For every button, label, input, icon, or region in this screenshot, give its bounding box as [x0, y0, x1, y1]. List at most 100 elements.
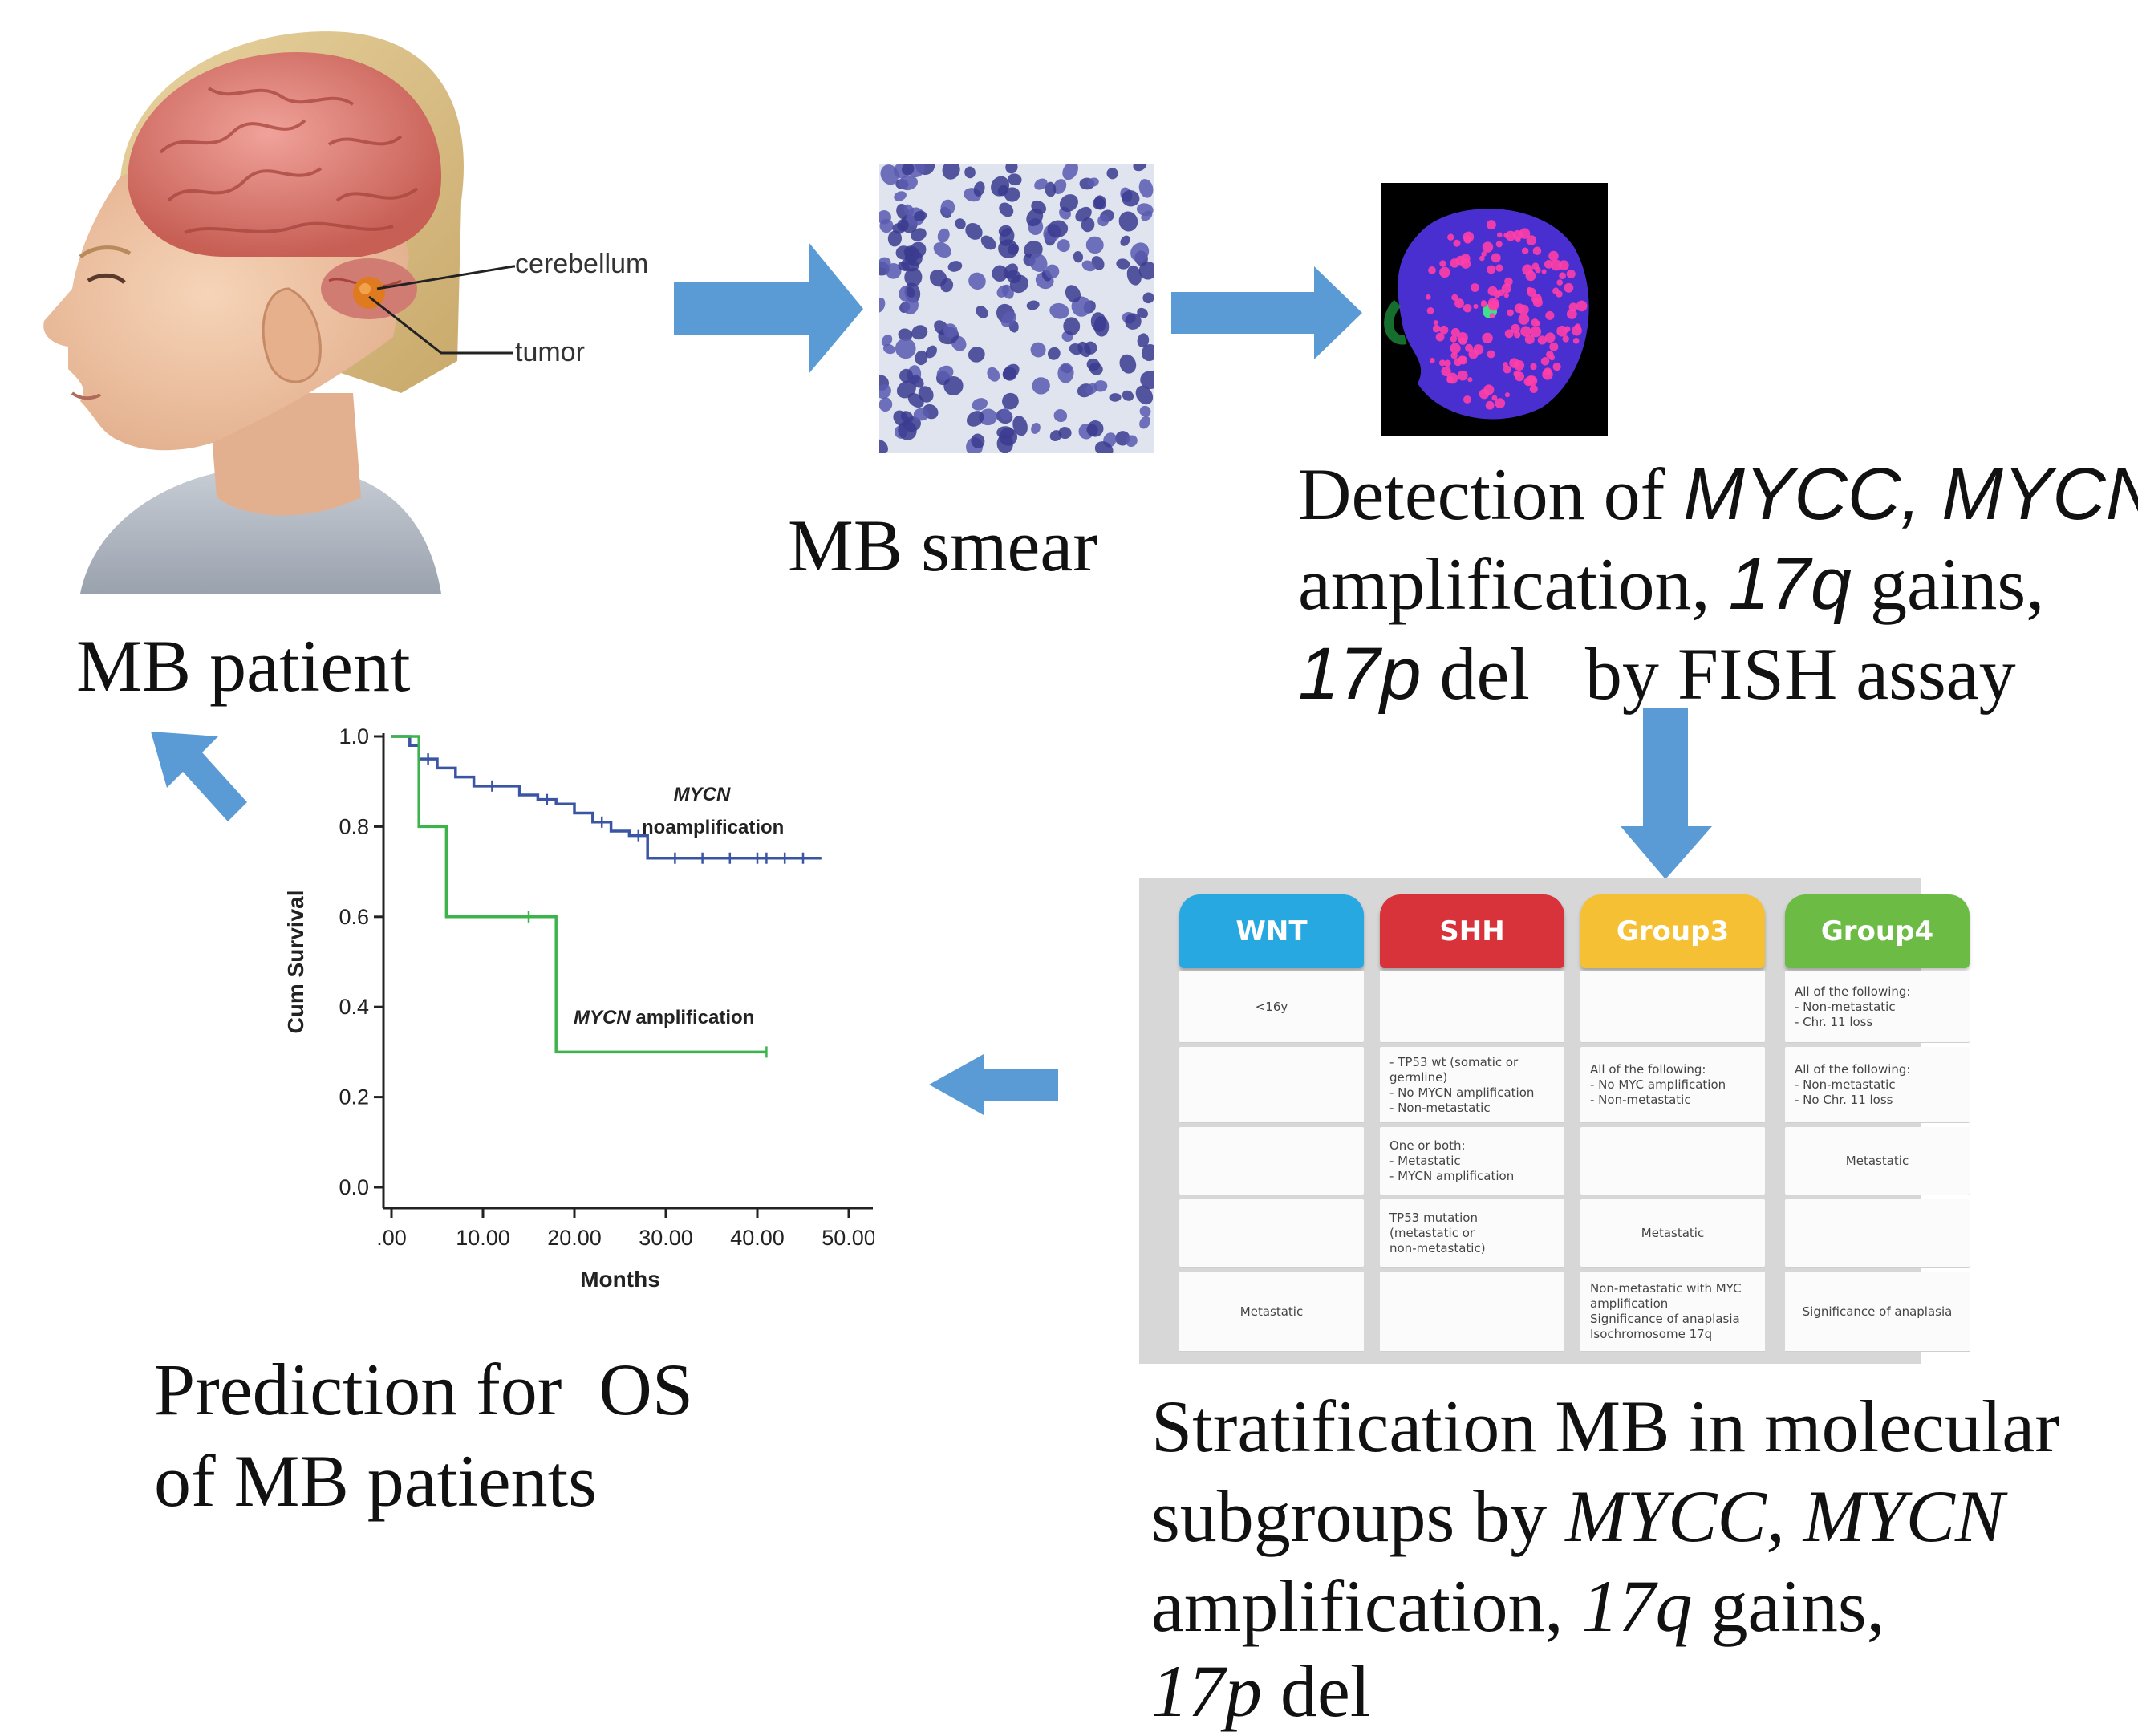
smear-cell: [1047, 347, 1061, 360]
subgroup-cell: Metastatic: [1179, 1272, 1364, 1352]
fish-caption-text: Detection of: [1298, 453, 1684, 535]
smear-cell: [907, 392, 924, 408]
fish-signal-dot: [1515, 237, 1521, 243]
smear-cell: [1002, 392, 1019, 410]
series-label-no-amp-gene: MYCN: [674, 784, 731, 805]
strat-caption-text: del: [1262, 1650, 1371, 1732]
series-label-amp: MYCN amplification: [574, 1007, 754, 1028]
smear-cell: [965, 222, 983, 240]
smear-cell: [1141, 344, 1154, 362]
fish-signal-dot: [1531, 262, 1540, 270]
smear-cell: [1057, 239, 1070, 253]
series-label-no-amp: noamplification: [642, 817, 784, 838]
fish-signal-dot: [1503, 365, 1511, 374]
smear-cell: [1119, 354, 1137, 374]
subgroup-cell: All of the following: - Non-metastatic -…: [1785, 1047, 1970, 1123]
fish-caption-line3: 17p del by FISH assay: [1298, 629, 2016, 719]
fish-caption-gene: 17q: [1728, 543, 1852, 625]
fish-signal-dot: [1552, 363, 1561, 371]
subgroup-header-group4: Group4: [1785, 894, 1970, 968]
smear-cell: [1031, 422, 1041, 434]
smear-cell: [1121, 190, 1140, 207]
fish-signal-dot: [1435, 332, 1445, 342]
smear-cell: [1125, 313, 1142, 330]
subgroup-cell: All of the following: - No MYC amplifica…: [1580, 1047, 1765, 1123]
fish-signal-dot: [1541, 269, 1547, 274]
smear-cell: [1142, 292, 1154, 304]
smear-cell: [1094, 441, 1114, 453]
smear-cell: [1053, 408, 1068, 423]
x-tick-label: 10.00: [456, 1226, 510, 1250]
smear-cell: [901, 258, 919, 272]
fish-signal-dot: [1556, 325, 1568, 337]
smear-cell: [1118, 211, 1138, 232]
strat-caption-gene: 17q: [1581, 1565, 1693, 1647]
smear-cell: [968, 347, 985, 363]
smear-cell: [887, 230, 903, 247]
fish-signal-dot: [1482, 241, 1494, 253]
fish-signal-dot: [1463, 395, 1471, 404]
fish-signal-dot: [1487, 265, 1496, 274]
subgroup-cell: One or both: - Metastatic - MYCN amplifi…: [1380, 1127, 1564, 1195]
smear-cell: [1008, 173, 1022, 186]
fish-signal-dot: [1556, 290, 1563, 298]
smear-cell: [1081, 260, 1096, 272]
strat-caption-text: subgroups by: [1151, 1475, 1566, 1557]
callout-tumor: tumor: [515, 337, 585, 367]
subgroup-header-shh: SHH: [1380, 894, 1564, 968]
smear-cell: [1053, 179, 1067, 195]
smear-cell: [1045, 264, 1060, 279]
smear-cell: [1012, 416, 1028, 436]
x-tick-label: 40.00: [730, 1226, 785, 1250]
patient-label: MB patient: [76, 625, 411, 707]
subgroup-cell: [1179, 1047, 1364, 1123]
fish-signal-dot: [1545, 310, 1555, 320]
fish-signal-dot: [1568, 302, 1578, 312]
fish-signal-dot: [1428, 266, 1436, 274]
smear-cell: [1057, 363, 1074, 383]
fish-signal-dot: [1548, 250, 1559, 262]
fish-signal-dot: [1486, 220, 1496, 230]
smear-cell: [991, 176, 1010, 197]
y-tick-label: 0.8: [339, 814, 369, 838]
smear-cell: [911, 228, 927, 241]
smear-cell: [903, 297, 919, 315]
fish-signal-dot: [1482, 332, 1493, 344]
smear-cell: [987, 367, 1000, 382]
smear-cell: [1130, 242, 1150, 262]
smear-cell: [1138, 261, 1154, 280]
strat-caption-line4: 17p del: [1151, 1646, 1370, 1736]
subgroup-cell: Non-metastatic with MYC amplification Si…: [1580, 1272, 1765, 1352]
smear-cell: [903, 245, 916, 257]
fish-image: [1381, 183, 1608, 436]
smear-cell: [1137, 307, 1148, 318]
subgroup-cell: [1580, 971, 1765, 1043]
fish-signal-dot: [1530, 326, 1542, 338]
fish-signal-dot: [1540, 357, 1550, 366]
patient-illustration: [43, 31, 515, 594]
x-tick-label: 30.00: [639, 1226, 693, 1250]
fish-signal-dot: [1551, 259, 1562, 271]
fish-caption-text: amplification,: [1298, 543, 1729, 625]
smear-cell: [881, 334, 893, 347]
fish-signal-dot: [1451, 294, 1458, 302]
fish-signal-dot: [1496, 232, 1503, 238]
smear-cell: [913, 408, 929, 421]
subgroup-cell: Significance of anaplasia: [1785, 1272, 1970, 1352]
smear-cell: [1032, 377, 1050, 395]
fish-signal-dot: [1463, 303, 1472, 313]
subgroup-cell: [1380, 971, 1564, 1043]
smear-cell: [1000, 310, 1016, 327]
strat-caption-line3: amplification, 17q gains,: [1151, 1561, 1885, 1651]
smear-cell: [899, 175, 918, 191]
fish-signal-dot: [1544, 367, 1552, 376]
smear-image: [879, 164, 1154, 453]
smear-cell: [968, 272, 986, 290]
x-tick-label: 20.00: [547, 1226, 602, 1250]
strat-caption-text: gains,: [1692, 1565, 1885, 1647]
fish-signal-dot: [1537, 335, 1547, 345]
smear-cell: [1085, 383, 1097, 395]
fish-signal-dot: [1487, 286, 1498, 296]
smear-cell: [904, 267, 923, 287]
fish-signal-dot: [1531, 318, 1540, 327]
